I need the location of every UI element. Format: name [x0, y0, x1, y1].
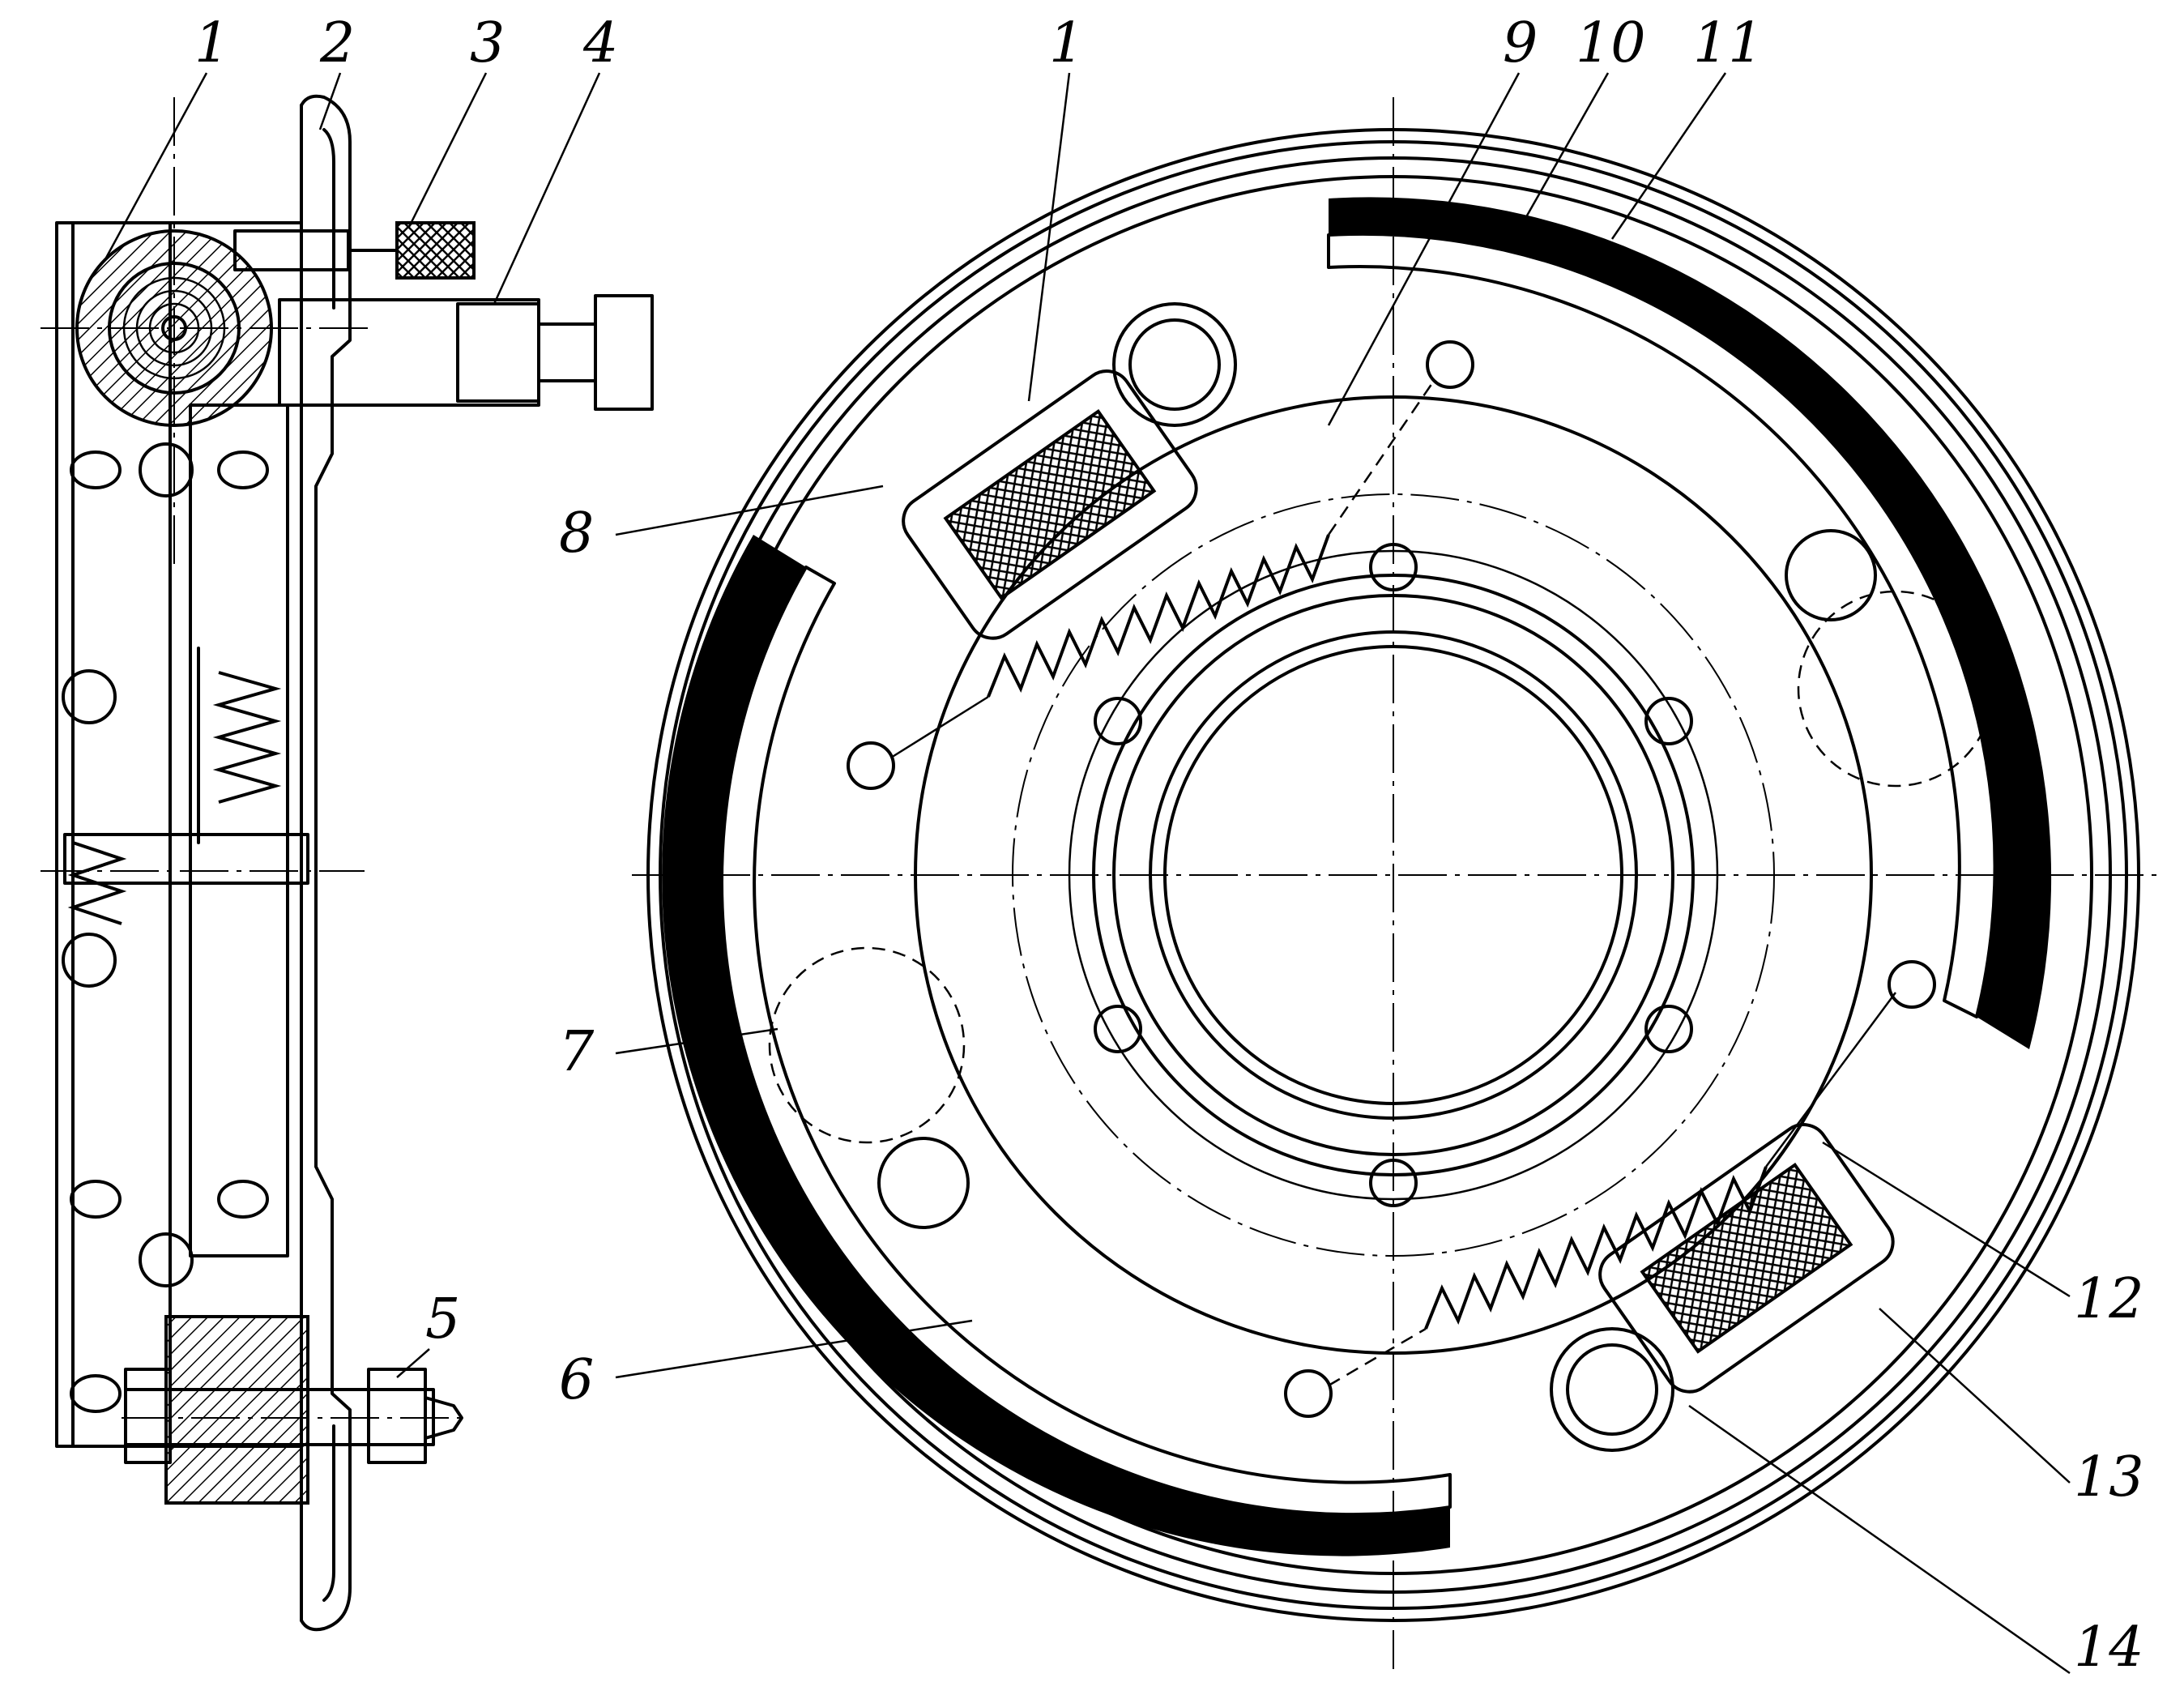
shoe-guide-right — [1797, 590, 1994, 788]
shoe-guide-left — [768, 946, 966, 1144]
callout-front-1: 1 — [1049, 11, 1085, 75]
callout-front-14: 14 — [2074, 1616, 2144, 1680]
callout-front-12: 12 — [2074, 1267, 2144, 1331]
rim-holes — [62, 442, 269, 1413]
backing-plate-profile — [300, 94, 352, 1632]
return-spring-bottom — [1424, 1166, 1768, 1330]
callout-front-9: 9 — [1503, 11, 1538, 75]
shoe-lining-left — [662, 535, 1450, 1556]
callout-side-1: 1 — [194, 11, 230, 75]
hold-down-spring — [212, 671, 282, 804]
return-spring-top — [987, 534, 1330, 698]
wheel-cylinder-top — [902, 369, 1198, 640]
side-section-view — [41, 94, 654, 1632]
wheel-cylinder-bottom — [1598, 1123, 1895, 1394]
leader-lines — [104, 72, 2071, 1675]
eccentric-bottom — [1550, 1327, 1674, 1452]
callout-front-11: 11 — [1693, 11, 1764, 75]
callout-side-4: 4 — [583, 11, 619, 75]
callout-front-13: 13 — [2074, 1445, 2144, 1509]
callout-side-3: 3 — [470, 11, 505, 75]
eccentric-top — [1112, 302, 1237, 427]
callout-side-5: 5 — [425, 1287, 461, 1351]
shoe-web-right — [1327, 232, 1997, 1018]
callout-front-10: 10 — [1576, 11, 1646, 75]
anchor-nut — [367, 1368, 427, 1464]
shoe-web-section — [189, 403, 289, 1257]
callout-front-7: 7 — [559, 1020, 595, 1084]
front-view — [632, 97, 2163, 1669]
anchor-block — [164, 1315, 309, 1505]
adjuster-bolt-head — [594, 294, 654, 411]
callout-front-6: 6 — [559, 1348, 595, 1412]
adjuster-body — [278, 298, 540, 407]
bleeder-screw — [233, 229, 350, 271]
callout-front-8: 8 — [559, 502, 595, 566]
callout-side-2: 2 — [320, 11, 356, 75]
shoe-web-left — [720, 566, 1452, 1517]
